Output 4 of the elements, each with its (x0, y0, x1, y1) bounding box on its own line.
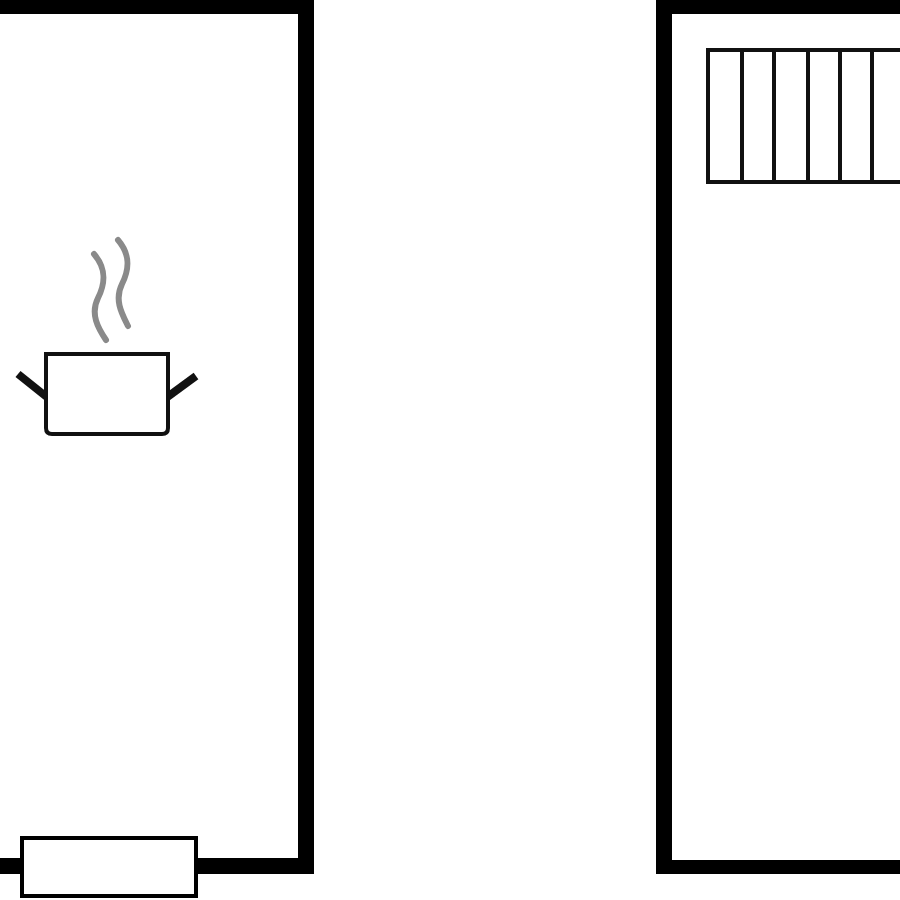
circuit-wire (656, 0, 900, 874)
steaming-pot-icon (12, 234, 202, 438)
radiator-icon (706, 48, 900, 184)
resistor-symbol (20, 836, 198, 898)
